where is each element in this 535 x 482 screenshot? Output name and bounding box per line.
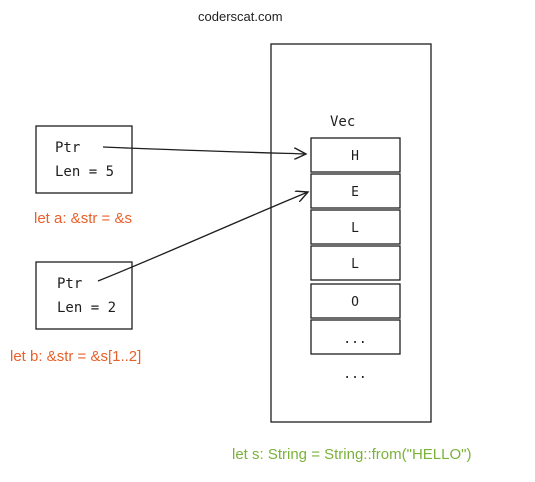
slice-a-len-label: Len = 5 — [55, 164, 114, 180]
vec-label: Vec — [330, 114, 355, 130]
vec-cell-2 — [310, 209, 401, 245]
vec-cell-5-text: ... — [343, 332, 366, 347]
slice-b-box — [35, 261, 133, 330]
pointer-arrow-a — [102, 146, 306, 154]
string-container-box — [270, 43, 432, 423]
vec-cell-0-text: H — [351, 149, 359, 164]
vec-cell-1 — [310, 173, 401, 209]
vec-cell-3 — [310, 245, 401, 281]
vec-cell-4-text: O — [351, 295, 359, 310]
slice-b-code-label: let b: &str = &s[1..2] — [10, 348, 142, 365]
vec-cells: H E L L O ... — [310, 137, 401, 355]
vec-cell-4 — [310, 283, 401, 319]
vec-cell-5 — [310, 319, 401, 355]
slice-a-box — [35, 125, 133, 194]
site-watermark: coderscat.com — [198, 9, 283, 24]
trailing-ellipsis: ... — [343, 367, 366, 382]
slice-b-len-label: Len = 2 — [57, 300, 116, 316]
slice-a-ptr-label: Ptr — [55, 140, 80, 156]
vec-cell-0 — [310, 137, 401, 173]
slice-a-code-label: let a: &str = &s — [34, 210, 132, 227]
vec-cell-3-text: L — [351, 257, 359, 272]
string-s-code-label: let s: String = String::from("HELLO") — [232, 446, 472, 463]
vec-cell-1-text: E — [351, 185, 359, 200]
vec-cell-2-text: L — [351, 221, 359, 236]
pointer-arrow-b — [97, 192, 308, 282]
slice-b-ptr-label: Ptr — [57, 276, 82, 292]
